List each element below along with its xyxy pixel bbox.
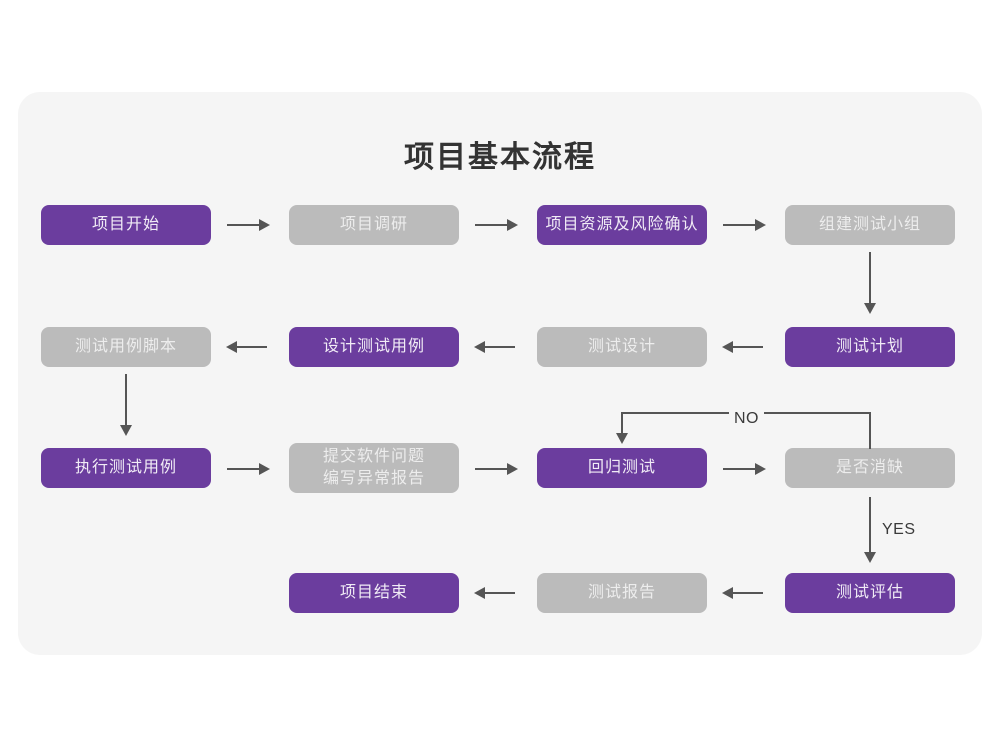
node-execute-test-case[interactable]: 执行测试用例 <box>41 448 211 488</box>
page-title: 项目基本流程 <box>404 141 596 174</box>
edge-label-no: NO <box>729 410 764 428</box>
edge-label-yes: YES <box>877 521 921 539</box>
node-test-case-script[interactable]: 测试用例脚本 <box>41 327 211 367</box>
node-submit-issue-report[interactable]: 提交软件问题 编写异常报告 <box>289 443 459 493</box>
node-resource-risk-confirm[interactable]: 项目资源及风险确认 <box>537 205 707 245</box>
node-test-report[interactable]: 测试报告 <box>537 573 707 613</box>
node-project-research[interactable]: 项目调研 <box>289 205 459 245</box>
node-test-plan[interactable]: 测试计划 <box>785 327 955 367</box>
node-test-design[interactable]: 测试设计 <box>537 327 707 367</box>
node-test-evaluation[interactable]: 测试评估 <box>785 573 955 613</box>
node-design-test-case[interactable]: 设计测试用例 <box>289 327 459 367</box>
flowchart-panel <box>18 92 982 655</box>
node-regression-test[interactable]: 回归测试 <box>537 448 707 488</box>
node-project-end[interactable]: 项目结束 <box>289 573 459 613</box>
node-project-start[interactable]: 项目开始 <box>41 205 211 245</box>
node-build-test-team[interactable]: 组建测试小组 <box>785 205 955 245</box>
node-defect-cleared-check[interactable]: 是否消缺 <box>785 448 955 488</box>
